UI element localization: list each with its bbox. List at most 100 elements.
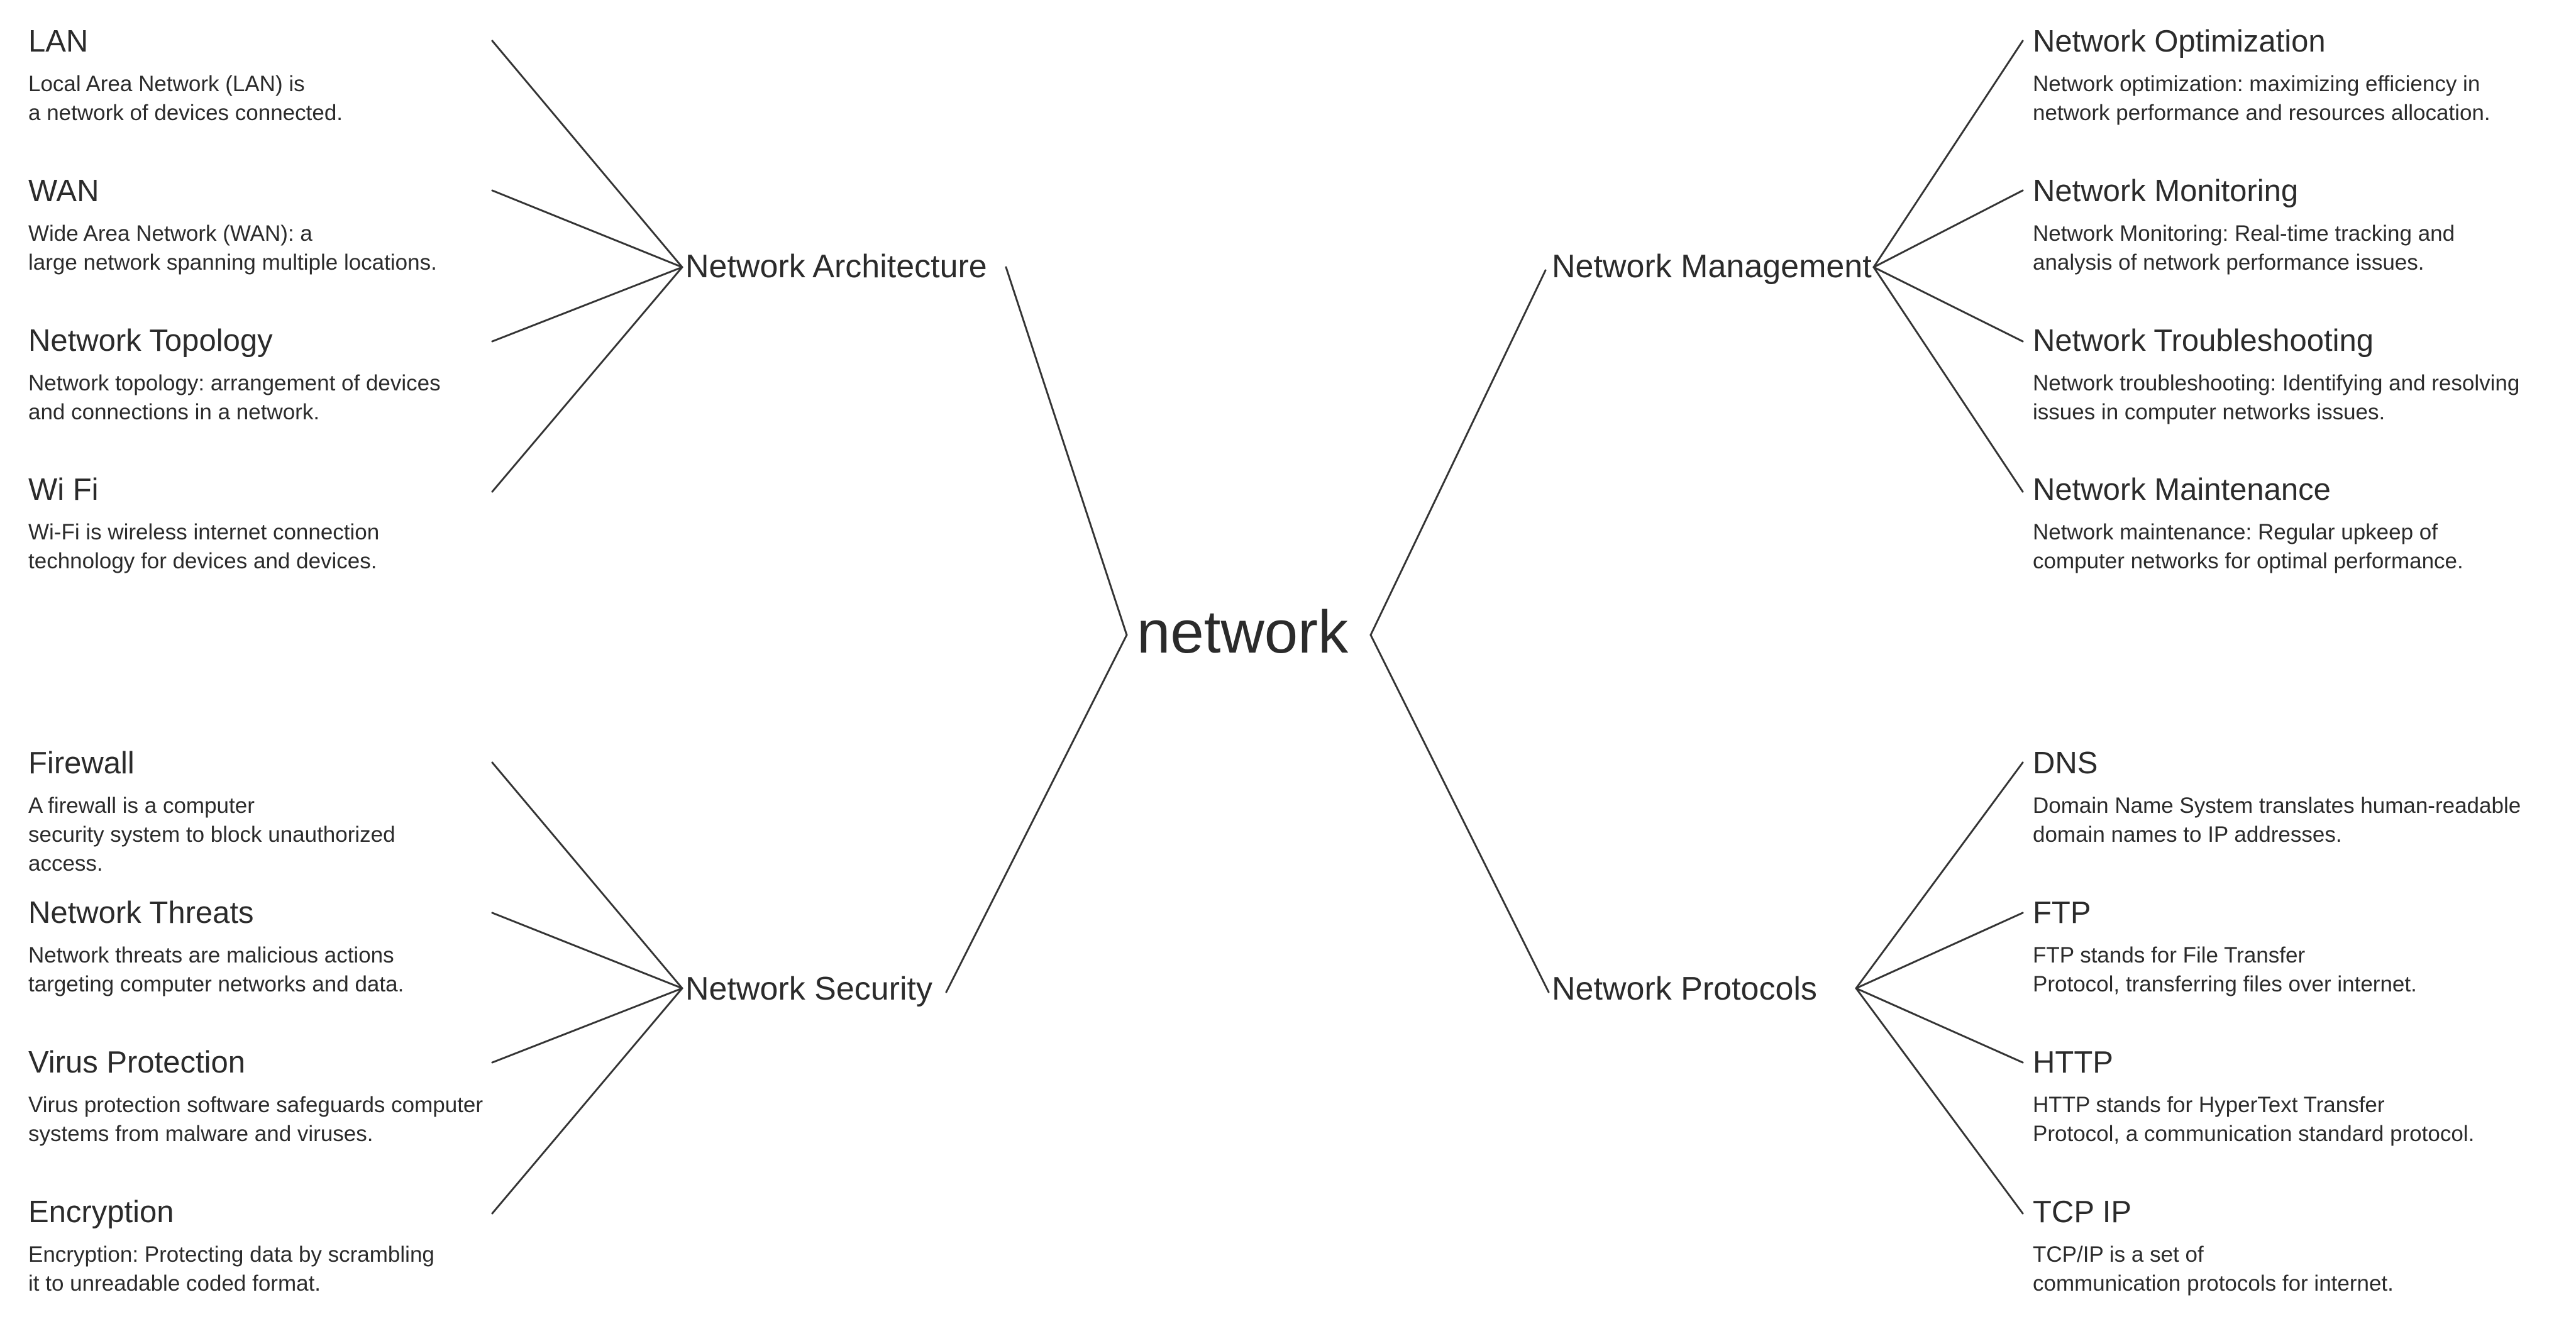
connector-security-encryption xyxy=(491,987,683,1215)
leaf-description: Network maintenance: Regular upkeep of c… xyxy=(2033,518,2573,576)
connector-management-optimization xyxy=(1872,40,2024,268)
connector-root-architecture xyxy=(1005,266,1128,636)
leaf-description-line: Network topology: arrangement of devices xyxy=(28,371,441,395)
branch-node-network-protocols: Network Protocols xyxy=(1552,971,1817,1007)
leaf-description-line: TCP/IP is a set of xyxy=(2033,1242,2204,1267)
leaf-description-line: large network spanning multiple location… xyxy=(28,250,437,275)
leaf-description-line: Network threats are malicious actions xyxy=(28,943,394,968)
leaf-title: LAN xyxy=(28,25,89,58)
leaf-description-line: issues in computer networks issues. xyxy=(2033,400,2385,424)
leaf-description: Network threats are malicious actions ta… xyxy=(28,941,569,999)
leaf-node-network-maintenance: Network Maintenance Network maintenance:… xyxy=(2033,475,2573,576)
leaf-description-line: Encryption: Protecting data by scramblin… xyxy=(28,1242,434,1267)
leaf-title: Network Optimization xyxy=(2033,25,2326,58)
leaf-description-line: analysis of network performance issues. xyxy=(2033,250,2424,275)
connector-protocols-dns xyxy=(1855,761,2024,990)
leaf-description-line: security system to block unauthorized xyxy=(28,822,395,847)
leaf-node-wifi: Wi Fi Wi-Fi is wireless internet connect… xyxy=(28,475,569,576)
connector-management-maintenance xyxy=(1872,266,2024,493)
leaf-description-line: Network maintenance: Regular upkeep of xyxy=(2033,520,2438,544)
connector-management-troubleshooting xyxy=(1872,266,2024,343)
central-node: network xyxy=(1137,599,1349,666)
leaf-description-line: Virus protection software safeguards com… xyxy=(28,1093,484,1117)
leaf-description-line: systems from malware and viruses. xyxy=(28,1122,373,1146)
branch-node-network-security: Network Security xyxy=(685,971,932,1007)
leaf-node-firewall: Firewall A firewall is a computer securi… xyxy=(28,748,569,878)
leaf-title: DNS xyxy=(2033,746,2098,780)
leaf-description: Virus protection software safeguards com… xyxy=(28,1091,569,1149)
connector-security-firewall xyxy=(491,761,683,990)
leaf-node-tcp-ip: TCP IP TCP/IP is a set of communication … xyxy=(2033,1197,2573,1298)
branch-node-network-management: Network Management xyxy=(1552,248,1872,285)
leaf-description: A firewall is a computer security system… xyxy=(28,792,569,878)
leaf-description-line: Wide Area Network (WAN): a xyxy=(28,221,312,246)
leaf-description-line: Network troubleshooting: Identifying and… xyxy=(2033,371,2520,395)
branch-node-network-architecture: Network Architecture xyxy=(685,248,987,285)
leaf-description-line: and connections in a network. xyxy=(28,400,320,424)
leaf-node-network-topology: Network Topology Network topology: arran… xyxy=(28,326,569,427)
leaf-description-line: a network of devices connected. xyxy=(28,101,343,125)
leaf-description: Network topology: arrangement of devices… xyxy=(28,369,569,427)
connector-management-monitoring xyxy=(1872,189,2024,268)
connector-security-virus xyxy=(491,987,683,1064)
connector-root-security xyxy=(945,634,1128,993)
leaf-description-line: technology for devices and devices. xyxy=(28,549,377,573)
leaf-title: FTP xyxy=(2033,896,2091,930)
leaf-description-line: network performance and resources alloca… xyxy=(2033,101,2490,125)
connector-root-protocols xyxy=(1369,634,1550,993)
leaf-node-network-monitoring: Network Monitoring Network Monitoring: R… xyxy=(2033,176,2573,277)
leaf-description: HTTP stands for HyperText Transfer Proto… xyxy=(2033,1091,2573,1149)
leaf-description: Wi-Fi is wireless internet connection te… xyxy=(28,518,569,576)
leaf-title: Firewall xyxy=(28,746,135,780)
leaf-description-line: A firewall is a computer xyxy=(28,793,255,818)
leaf-description: Network optimization: maximizing efficie… xyxy=(2033,70,2573,128)
leaf-description-line: access. xyxy=(28,851,103,876)
leaf-description-line: Domain Name System translates human-read… xyxy=(2033,793,2521,818)
leaf-node-encryption: Encryption Encryption: Protecting data b… xyxy=(28,1197,569,1298)
leaf-node-dns: DNS Domain Name System translates human-… xyxy=(2033,748,2573,849)
connector-security-threats xyxy=(491,912,683,990)
leaf-node-network-troubleshooting: Network Troubleshooting Network troubles… xyxy=(2033,326,2573,427)
connector-protocols-http xyxy=(1855,987,2024,1064)
leaf-description: Encryption: Protecting data by scramblin… xyxy=(28,1240,569,1298)
leaf-description-line: Network optimization: maximizing efficie… xyxy=(2033,72,2480,96)
leaf-description: Domain Name System translates human-read… xyxy=(2033,792,2573,849)
connector-protocols-ftp xyxy=(1855,912,2024,990)
leaf-node-virus-protection: Virus Protection Virus protection softwa… xyxy=(28,1047,569,1149)
connector-architecture-lan xyxy=(491,40,683,268)
leaf-description: Local Area Network (LAN) is a network of… xyxy=(28,70,569,128)
leaf-description-line: communication protocols for internet. xyxy=(2033,1271,2394,1296)
leaf-title: Wi Fi xyxy=(28,473,99,507)
leaf-description-line: Protocol, a communication standard proto… xyxy=(2033,1122,2475,1146)
leaf-node-network-threats: Network Threats Network threats are mali… xyxy=(28,898,569,999)
leaf-title: Network Troubleshooting xyxy=(2033,324,2374,358)
leaf-node-network-optimization: Network Optimization Network optimizatio… xyxy=(2033,26,2573,128)
leaf-description-line: it to unreadable coded format. xyxy=(28,1271,321,1296)
leaf-description-line: domain names to IP addresses. xyxy=(2033,822,2342,847)
leaf-node-lan: LAN Local Area Network (LAN) is a networ… xyxy=(28,26,569,128)
leaf-title: Network Monitoring xyxy=(2033,174,2299,208)
leaf-description-line: HTTP stands for HyperText Transfer xyxy=(2033,1093,2385,1117)
leaf-title: Network Maintenance xyxy=(2033,473,2331,507)
leaf-title: Network Topology xyxy=(28,324,273,358)
leaf-description: Wide Area Network (WAN): a large network… xyxy=(28,219,569,277)
leaf-title: Virus Protection xyxy=(28,1045,245,1079)
leaf-description-line: targeting computer networks and data. xyxy=(28,972,404,996)
leaf-description-line: Protocol, transferring files over intern… xyxy=(2033,972,2417,996)
leaf-description-line: Wi-Fi is wireless internet connection xyxy=(28,520,380,544)
leaf-title: WAN xyxy=(28,174,99,208)
leaf-description: Network troubleshooting: Identifying and… xyxy=(2033,369,2573,427)
connector-architecture-wifi xyxy=(491,266,683,493)
leaf-description: Network Monitoring: Real-time tracking a… xyxy=(2033,219,2573,277)
leaf-description-line: Local Area Network (LAN) is xyxy=(28,72,305,96)
connector-protocols-tcpip xyxy=(1855,987,2024,1215)
leaf-node-ftp: FTP FTP stands for File Transfer Protoco… xyxy=(2033,898,2573,999)
leaf-description: TCP/IP is a set of communication protoco… xyxy=(2033,1240,2573,1298)
leaf-title: HTTP xyxy=(2033,1045,2113,1079)
leaf-description-line: FTP stands for File Transfer xyxy=(2033,943,2306,968)
leaf-node-http: HTTP HTTP stands for HyperText Transfer … xyxy=(2033,1047,2573,1149)
leaf-title: TCP IP xyxy=(2033,1195,2132,1229)
leaf-description: FTP stands for File Transfer Protocol, t… xyxy=(2033,941,2573,999)
